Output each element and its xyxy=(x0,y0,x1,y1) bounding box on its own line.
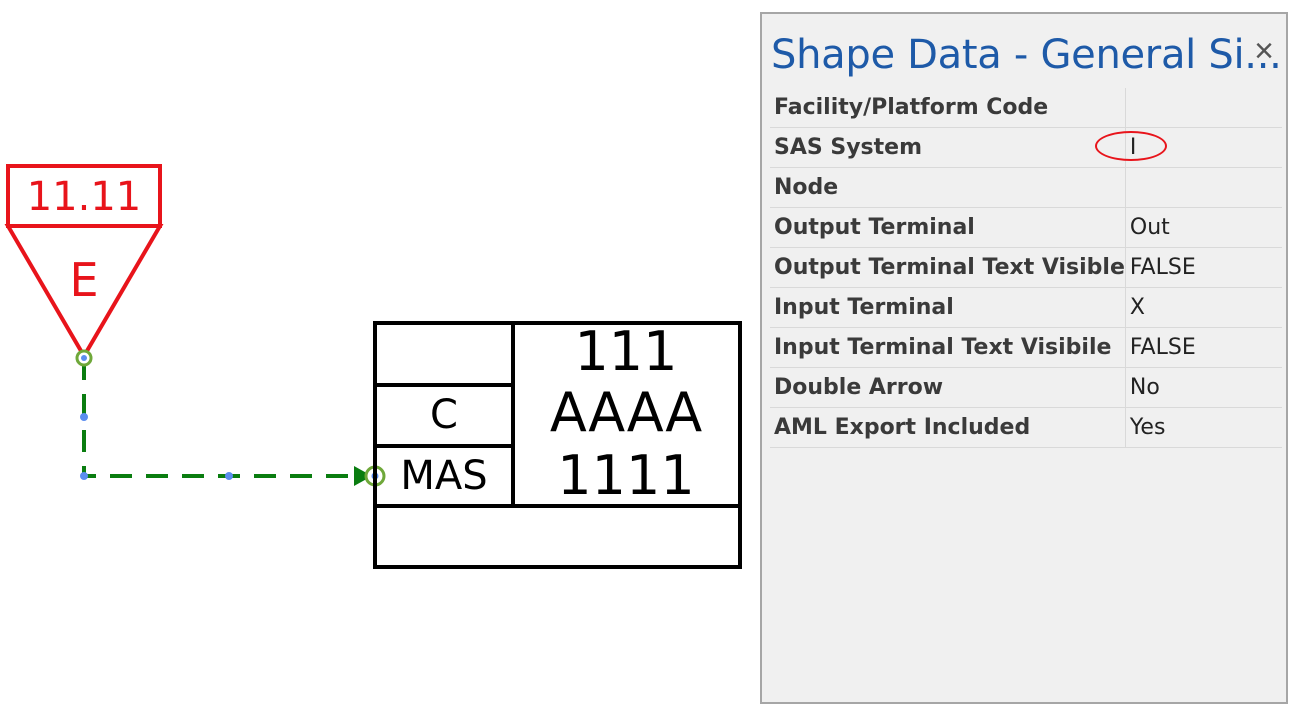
table-row[interactable]: SAS System I xyxy=(770,127,1282,168)
connector-start-dot xyxy=(81,355,87,361)
block-left-middle-text: C xyxy=(430,392,458,438)
property-name: SAS System xyxy=(770,127,1126,168)
property-name: Output Terminal Text Visible xyxy=(770,247,1126,288)
close-icon[interactable]: × xyxy=(1254,32,1274,70)
table-row[interactable]: Input Terminal Text Visibile FALSE xyxy=(770,327,1282,368)
property-name: Output Terminal xyxy=(770,207,1126,248)
property-value-input[interactable]: FALSE xyxy=(1125,327,1282,368)
table-row[interactable]: Input Terminal X xyxy=(770,287,1282,328)
property-name: Double Arrow xyxy=(770,367,1126,408)
block-left-bottom-text: MAS xyxy=(400,453,487,499)
tag-symbol[interactable]: 11.11 E xyxy=(4,164,164,360)
property-name: Input Terminal xyxy=(770,287,1126,328)
table-row[interactable]: AML Export Included Yes xyxy=(770,407,1282,448)
property-value-text: I xyxy=(1129,135,1137,160)
panel-title: Shape Data - General Si... xyxy=(771,32,1282,78)
drawing-svg: 11.11 E C MAS 111 AAAA 1111 xyxy=(4,164,742,569)
property-value-input[interactable] xyxy=(1125,88,1282,128)
connector-midpoint-handle[interactable] xyxy=(80,413,88,421)
table-row[interactable]: Node xyxy=(770,167,1282,208)
connector-line[interactable] xyxy=(75,349,386,487)
tag-letter: E xyxy=(69,253,98,307)
table-row[interactable]: Facility/Platform Code xyxy=(770,88,1282,128)
connector-path xyxy=(82,358,362,478)
table-row[interactable]: Double Arrow No xyxy=(770,367,1282,408)
block-right-line2: AAAA xyxy=(550,381,702,444)
property-name: Node xyxy=(770,167,1126,208)
table-row[interactable]: Output Terminal Text Visible FALSE xyxy=(770,247,1282,288)
property-name: Facility/Platform Code xyxy=(770,88,1126,128)
property-name: AML Export Included xyxy=(770,407,1126,448)
shape-data-panel[interactable]: Shape Data - General Si... × Facility/Pl… xyxy=(760,12,1288,704)
function-block[interactable]: C MAS 111 AAAA 1111 xyxy=(373,320,742,569)
property-name: Input Terminal Text Visibile xyxy=(770,327,1126,368)
property-value-input[interactable]: No xyxy=(1125,367,1282,408)
tag-triangle xyxy=(4,224,164,360)
block-right-line3: 1111 xyxy=(557,444,694,507)
connector-midpoint-handle-2[interactable] xyxy=(225,472,233,480)
shape-data-table: Facility/Platform Code SAS System I Node… xyxy=(770,88,1282,448)
property-value-input[interactable]: Out xyxy=(1125,207,1282,248)
property-value-input[interactable]: X xyxy=(1125,287,1282,328)
property-value-input[interactable]: Yes xyxy=(1125,407,1282,448)
property-value-input[interactable]: I xyxy=(1094,127,1282,168)
property-value-input[interactable] xyxy=(1125,167,1282,208)
connector-corner-handle[interactable] xyxy=(80,472,88,480)
block-right-line1: 111 xyxy=(574,320,677,383)
tag-number: 11.11 xyxy=(27,174,142,220)
table-row[interactable]: Output Terminal Out xyxy=(770,207,1282,248)
connector-arrowhead xyxy=(354,466,372,486)
property-value-input[interactable]: FALSE xyxy=(1125,247,1282,288)
